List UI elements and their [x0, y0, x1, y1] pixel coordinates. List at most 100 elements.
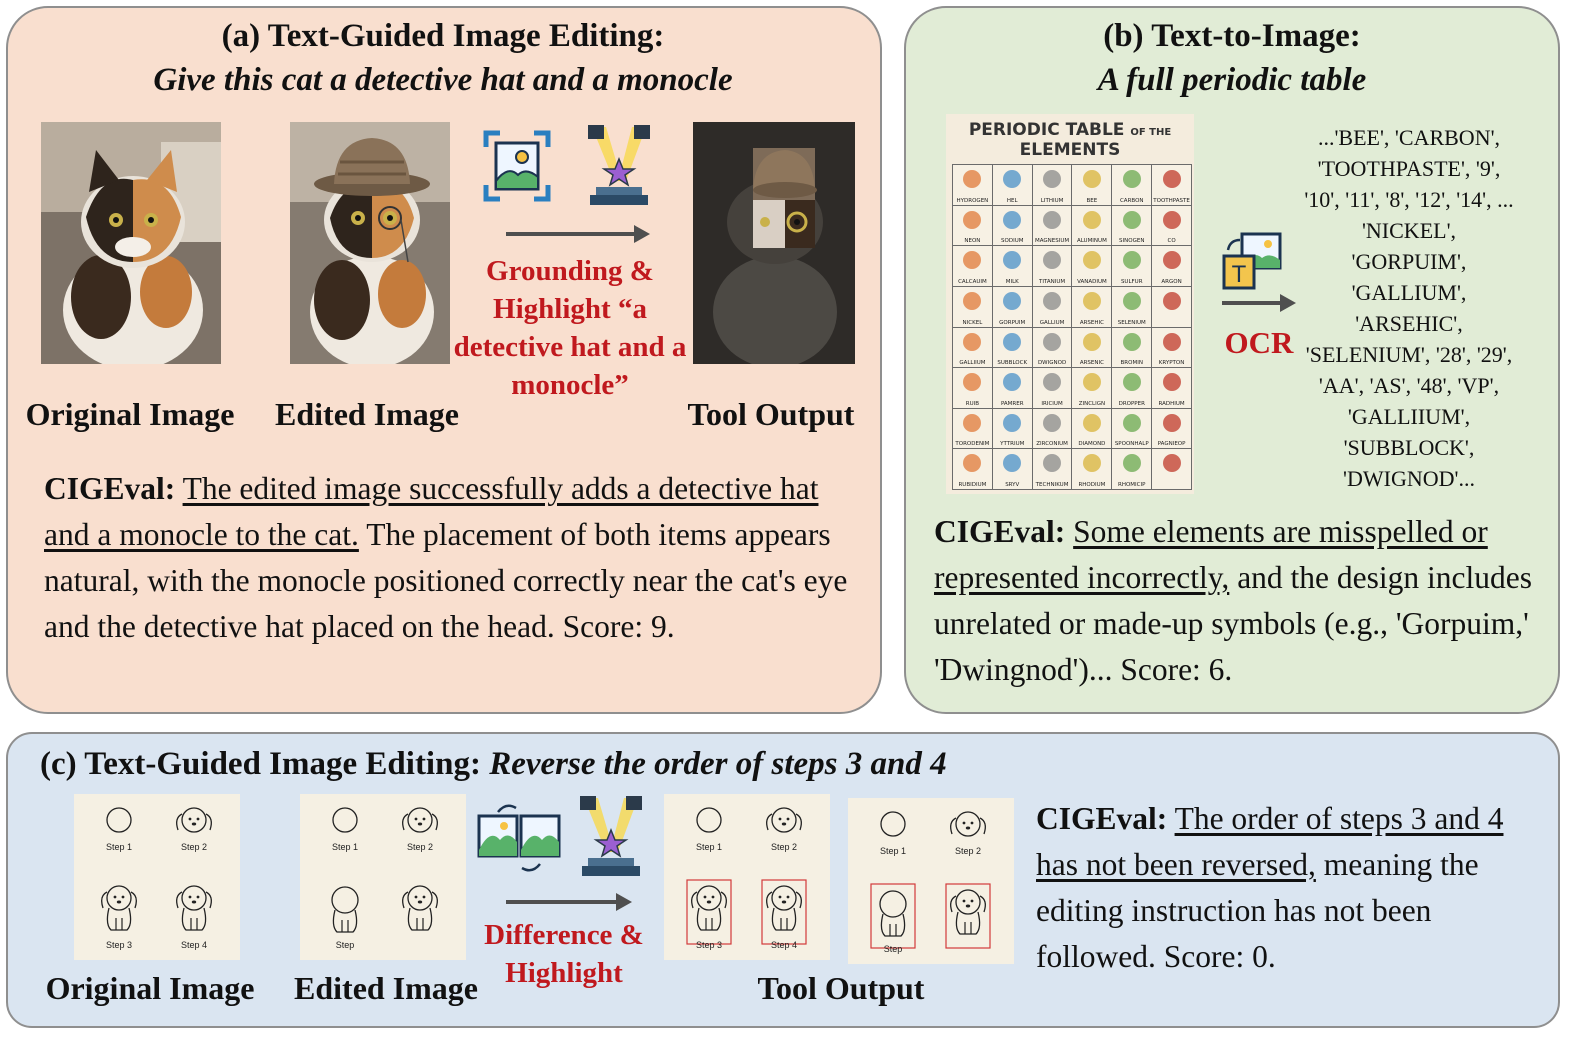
periodic-cell: DIAMOND: [1072, 408, 1112, 449]
periodic-cell: HEL: [992, 165, 1032, 205]
difference-tool-icon: [476, 800, 562, 876]
periodic-cell-label: TOOTHPASTE: [1153, 197, 1190, 204]
panel-c-caption-original: Original Image: [45, 970, 255, 1006]
periodic-cell: DWIGNOD: [1032, 327, 1072, 368]
periodic-cell: SODIUM: [992, 205, 1032, 246]
periodic-title: PERIODIC TABLE OF THE: [946, 120, 1194, 140]
element-icon: [1122, 291, 1141, 310]
panel-b-tool-label: OCR: [1224, 325, 1294, 360]
element-icon: [1122, 251, 1141, 270]
periodic-cell-label: SINOGEN: [1119, 238, 1145, 245]
drawing-step: [176, 807, 212, 833]
element-icon: [963, 332, 982, 351]
element-icon: [1122, 170, 1141, 188]
panel-c-instruction: Reverse the order of steps 3 and 4: [489, 746, 947, 782]
element-icon: [1043, 373, 1062, 392]
drawing-step: [106, 807, 132, 833]
original-cat-image: [41, 122, 221, 364]
periodic-cell: RADHIUM: [1152, 368, 1191, 408]
periodic-cell: LITHIUM: [1032, 165, 1072, 205]
element-icon: [1003, 210, 1022, 229]
step-label: Step 2: [771, 842, 797, 852]
periodic-cell-label: TORODENIM: [955, 441, 990, 448]
periodic-cell-label: RHOMICIP: [1118, 482, 1146, 488]
panel-a-cigeval-underlined: The edited image successfully adds a det…: [44, 471, 819, 552]
element-icon: [963, 291, 982, 310]
drawing-step: [331, 886, 359, 933]
drawing-step: [880, 811, 906, 837]
periodic-cell: IRICIUM: [1032, 368, 1072, 408]
periodic-cell-label: LITHIUM: [1040, 197, 1064, 204]
periodic-cell-label: DROPPER: [1118, 400, 1145, 407]
element-icon: [963, 170, 982, 188]
panel-c-cigeval-underlined: The order of steps 3 and 4 has not been …: [1036, 801, 1504, 882]
element-icon: [1162, 332, 1181, 351]
element-icon: [1043, 170, 1062, 188]
periodic-cell-label: ARSEHIC: [1079, 319, 1104, 326]
panel-c-cigeval-text: CIGEval: The order of steps 3 and 4 has …: [1036, 796, 1540, 980]
element-icon: [1043, 454, 1062, 473]
step-label: Step 2: [181, 842, 207, 852]
periodic-cell: TITANIUM: [1032, 246, 1072, 286]
periodic-cell: RUIB: [953, 368, 992, 408]
periodic-cell-label: SULFUR: [1120, 278, 1143, 285]
element-icon: [1082, 373, 1101, 392]
periodic-cell: SUBBLOCK: [992, 327, 1032, 368]
element-icon: [1122, 454, 1141, 473]
periodic-cell: VANADIUM: [1072, 246, 1112, 286]
element-icon: [1122, 413, 1141, 432]
panel-c-heading: (c) Text-Guided Image Editing: Reverse t…: [40, 746, 947, 783]
panel-a-arrow: [506, 225, 650, 243]
panel-a-caption-edited: Edited Image: [275, 396, 459, 432]
periodic-cell-label: MAGNESIUM: [1034, 238, 1070, 245]
drawing-step: [870, 883, 916, 949]
periodic-cell-label: SUBBLOCK: [997, 360, 1028, 367]
element-icon: [1003, 291, 1022, 310]
periodic-cell: PAMRER: [992, 368, 1032, 408]
periodic-cell: GORPUIM: [992, 286, 1032, 327]
element-icon: [1162, 291, 1181, 310]
periodic-cell-label: MILK: [1005, 278, 1019, 285]
panel-a-instruction: Give this cat a detective hat and a mono…: [153, 62, 733, 98]
element-icon: [1162, 251, 1181, 270]
ocr-output-text: ...'BEE', 'CARBON', 'TOOTHPASTE', '9', '…: [1304, 125, 1514, 491]
periodic-cell: ZIRCONIUM: [1032, 408, 1072, 449]
periodic-cell: CALCAUIM: [953, 246, 992, 286]
panel-b-arrow: [1222, 294, 1296, 312]
panel-b-cigeval-label: CIGEval:: [934, 514, 1066, 549]
step-label: Step: [884, 944, 903, 954]
periodic-cell-label: GALLIUM: [1039, 319, 1065, 326]
periodic-cell: SULFUR: [1112, 246, 1152, 286]
step-label: Step 1: [880, 846, 906, 856]
periodic-cell-label: RADHIUM: [1158, 400, 1185, 407]
periodic-cell-label: BEE: [1086, 197, 1098, 204]
periodic-cell: [1152, 286, 1191, 327]
periodic-cell-label: BROMIN: [1120, 360, 1143, 367]
periodic-cell: MILK: [992, 246, 1032, 286]
periodic-cell: ALUMINUM: [1072, 205, 1112, 246]
periodic-title-line2: ELEMENTS: [1019, 140, 1121, 160]
element-icon: [1082, 210, 1101, 229]
periodic-title-of: OF THE: [1130, 127, 1172, 138]
drawing-step: [696, 807, 722, 833]
periodic-cell-label: DIAMOND: [1078, 441, 1106, 448]
periodic-cell: ARGON: [1152, 246, 1191, 286]
panel-c-cigeval-label: CIGEval:: [1036, 801, 1168, 836]
periodic-cell-label: RHODIUM: [1078, 482, 1106, 488]
periodic-cell-label: GORPUIM: [999, 319, 1026, 326]
element-icon: [1082, 454, 1101, 473]
element-icon: [963, 454, 982, 473]
periodic-cell-label: TITANIUM: [1038, 278, 1066, 285]
periodic-cell-label: YTTRIUM: [1000, 441, 1025, 448]
highlight-tool-icon-c: [574, 796, 648, 878]
element-icon: [1122, 332, 1141, 351]
element-icon: [1003, 251, 1022, 270]
element-icon: [1082, 251, 1101, 270]
element-icon: [1003, 170, 1022, 188]
periodic-cell: CARBON: [1112, 165, 1152, 205]
periodic-cell: HYDROGEN: [953, 165, 992, 205]
panel-b-instruction: A full periodic table: [1097, 62, 1367, 98]
